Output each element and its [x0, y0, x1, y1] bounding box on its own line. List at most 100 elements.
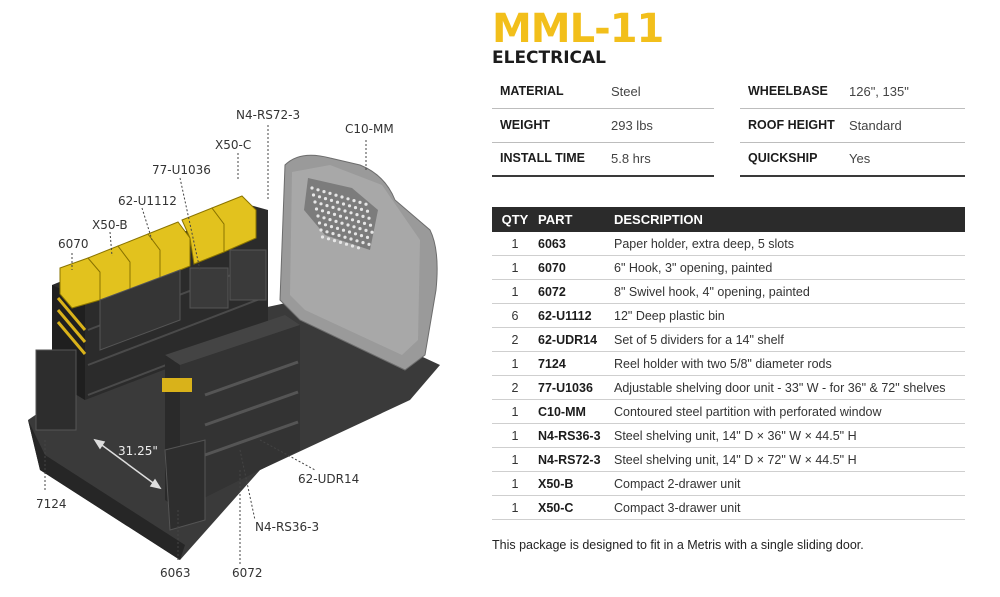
door-unit-a	[99, 269, 181, 351]
perforation-hole	[331, 205, 335, 209]
cell-description: Paper holder, extra deep, 5 slots	[614, 232, 965, 256]
cell-qty: 1	[492, 495, 538, 520]
perforation-hole	[319, 228, 323, 232]
perforation-hole	[326, 211, 331, 215]
perforation-hole	[335, 226, 340, 230]
perforation-hole	[353, 232, 358, 236]
cell-part: 6063	[538, 232, 614, 256]
spec-label: MATERIAL	[500, 84, 564, 98]
right-shelving-top	[165, 315, 300, 365]
van-floor-edge	[28, 420, 185, 560]
paper-holder	[164, 439, 206, 531]
spec-value: 293 lbs	[611, 118, 653, 133]
perforation-hole	[361, 214, 365, 218]
perforation-hole	[349, 237, 353, 241]
right-shelf-edges	[204, 360, 299, 457]
perforation-hole	[365, 209, 370, 213]
perforation-hole	[314, 207, 319, 211]
perforation-hole	[338, 214, 343, 218]
perforation-hole	[350, 244, 355, 248]
perforation-hole	[358, 200, 362, 204]
perforation-hole	[341, 202, 346, 206]
perforation-hole	[335, 200, 340, 204]
perforation-hole	[343, 209, 347, 213]
cell-qty: 2	[492, 375, 538, 400]
callout-6072: 6072	[232, 566, 263, 580]
cell-part: C10-MM	[538, 399, 614, 424]
perforation-hole	[364, 228, 368, 232]
perforation-hole	[355, 213, 359, 217]
header-part: PART	[538, 207, 614, 232]
header-description: DESCRIPTION	[614, 207, 965, 232]
perforation-hole	[340, 221, 344, 225]
perforation-hole	[337, 207, 341, 211]
perforation-hole	[356, 220, 361, 224]
perforation-hole	[316, 214, 320, 218]
callout-leaders	[44, 125, 367, 565]
perforation-hole	[328, 218, 332, 222]
perforation-hole	[356, 246, 361, 250]
callout-6070: 6070	[58, 237, 89, 251]
spec-label: ROOF HEIGHT	[748, 118, 835, 132]
cell-qty: 1	[492, 255, 538, 280]
perforation-hole	[341, 228, 346, 232]
cell-description: Reel holder with two 5/8" diameter rods	[614, 351, 965, 376]
spec-value: 5.8 hrs	[611, 151, 651, 166]
spec-value: Yes	[849, 151, 871, 166]
callout-62-udr14: 62-UDR14	[298, 472, 360, 486]
perforation-hole	[338, 240, 343, 244]
perforation-hole	[332, 212, 337, 216]
callout-7124: 7124	[36, 497, 67, 511]
header-qty: QTY	[492, 207, 538, 232]
cell-qty: 1	[492, 399, 538, 424]
perforation-hole	[343, 235, 347, 239]
callout-x50-c: X50-C	[215, 138, 252, 152]
perforation-hole	[325, 230, 329, 234]
perforation-hole	[311, 193, 316, 197]
cell-part: 77-U1036	[538, 375, 614, 400]
perforation-hole	[352, 199, 356, 203]
cell-part: N4-RS72-3	[538, 447, 614, 472]
cell-description: 12" Deep plastic bin	[614, 303, 965, 328]
perforation-hole	[346, 223, 350, 227]
perforation-hole	[353, 206, 358, 210]
spec-weight: WEIGHT 293 lbs	[492, 110, 714, 143]
spec-label: QUICKSHIP	[748, 151, 818, 165]
page-subtitle: ELECTRICAL	[492, 48, 607, 68]
perforation-hole	[316, 188, 320, 192]
cell-part: 7124	[538, 351, 614, 376]
perforation-hole	[313, 200, 317, 204]
cell-description: Set of 5 dividers for a 14" shelf	[614, 327, 965, 352]
perforation-hole	[359, 234, 364, 238]
cell-description: 6" Hook, 3" opening, painted	[614, 255, 965, 280]
page-title: MML-11	[492, 6, 664, 52]
spec-label: INSTALL TIME	[500, 151, 585, 165]
callout-77-u1036: 77-U1036	[152, 163, 211, 177]
spec-value: 126", 135"	[849, 84, 909, 99]
spec-label: WEIGHT	[500, 118, 550, 132]
perforation-hole	[322, 216, 326, 220]
perforation-hole	[364, 202, 368, 206]
cell-description: 8" Swivel hook, 4" opening, painted	[614, 279, 965, 304]
perforation-hole	[329, 225, 334, 229]
cell-description: Adjustable shelving door unit - 33" W - …	[614, 375, 965, 400]
perforation-hole	[350, 218, 355, 222]
cell-part: X50-B	[538, 471, 614, 496]
perforation-hole	[317, 221, 322, 225]
perforation-hole	[323, 197, 328, 201]
perforation-hole	[334, 219, 338, 223]
cell-part: N4-RS36-3	[538, 423, 614, 448]
cell-description: Compact 3-drawer unit	[614, 495, 965, 520]
perforation-hole	[367, 242, 371, 246]
perforation-hole	[370, 230, 374, 234]
callout-x50-b: X50-B	[92, 218, 128, 232]
spec-label: WHEELBASE	[748, 84, 828, 98]
parts-table-header: QTY PART DESCRIPTION	[492, 207, 965, 232]
